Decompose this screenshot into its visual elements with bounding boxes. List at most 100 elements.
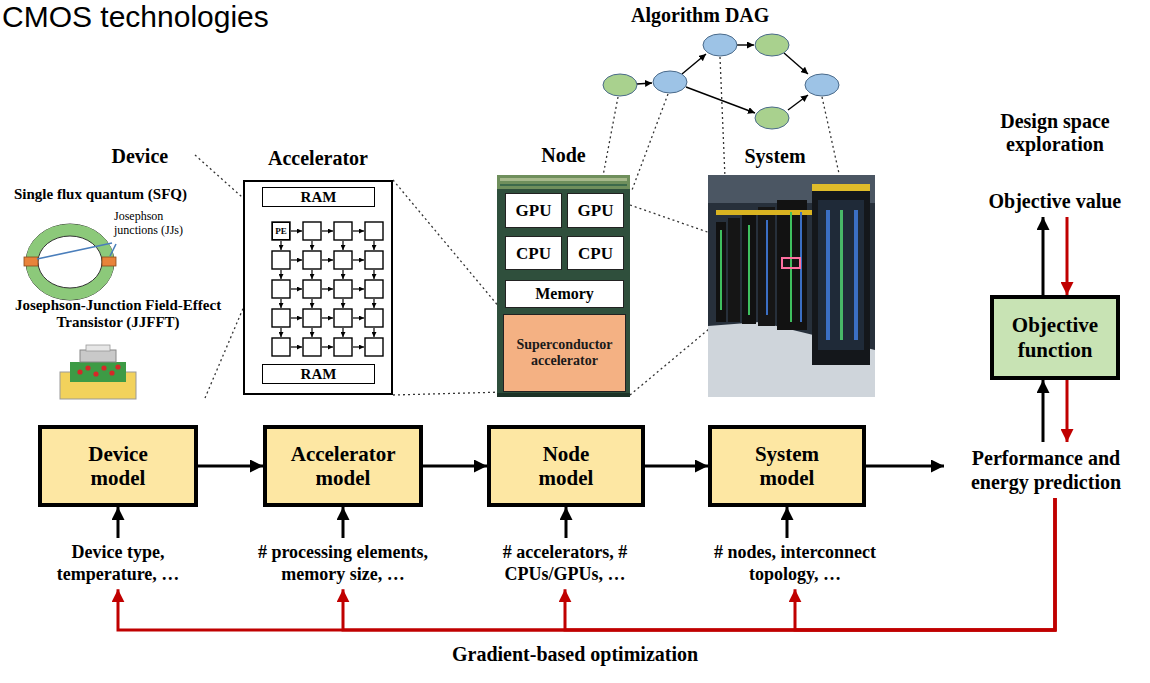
node-text: GPU [516,202,552,219]
algorithm-dag [784,53,808,74]
sfq-ring [102,257,116,266]
flow-arrow [565,507,568,538]
supercomputer-photo [716,222,726,322]
pe-array [291,346,364,347]
gradient-arrow [1066,217,1069,295]
node-text: # accelerators, # CPUs/GPUs, … [485,542,645,585]
jjfft-cross-section [115,364,120,369]
node-text: Accelerator model [291,442,396,490]
sfq-ring [37,243,112,259]
ram-box: RAM [262,364,375,384]
pe-array [291,288,364,289]
node-text: # nodes, interconnect topology, … [688,542,903,585]
node-board [497,175,630,189]
node-text: RAM [301,190,337,205]
dotted-leader [603,97,618,176]
supercomputer-photo [728,218,740,322]
algorithm-dag [653,71,687,93]
device-caption: Josephson-Junction Field-Effect Transist… [13,297,223,332]
algorithm-dag [603,34,839,129]
pe-array [272,222,383,356]
gradient-arrow [565,498,1055,630]
memory-box: Memory [505,280,624,308]
pe-array [272,309,383,327]
model-box: Device model [38,425,198,507]
algorithm-dag [637,83,652,84]
parameter-text: # processing elements, memory size, … [236,542,451,585]
section-heading: Design space exploration [975,110,1135,156]
flow-arrow [117,507,120,538]
flow-arrow [866,465,944,468]
pe-array [272,280,383,298]
gradient-arrow [118,498,1055,630]
supercomputer-photo [854,210,858,340]
supercomputer-photo [766,220,768,315]
jjfft-cross-section [77,369,82,374]
node-text: System model [755,442,819,490]
section-heading: Algorithm DAG [631,4,769,27]
cpu-box: CPU [567,236,624,270]
node-text: PE [275,227,287,236]
pe-array [243,180,393,395]
algorithm-dag [737,44,754,45]
supercomputer-photo [716,210,812,215]
prediction-text: Performance and energy prediction [948,446,1144,494]
node-board [497,175,630,397]
flow-arrow [645,465,708,468]
supercomputer-photo [782,258,800,268]
ram-box: RAM [262,187,375,207]
sfq-ring [24,257,38,266]
pe-array [311,241,312,337]
pe-cell: PE [272,222,290,240]
node-text: CPU [578,245,613,262]
parameter-text: # nodes, interconnect topology, … [688,542,903,585]
pe-array [272,251,383,269]
supercomputer-photo [777,200,807,330]
objective-value-text: Objective value [989,190,1122,213]
flow-arrow [198,465,263,468]
supercomputer-photo [748,225,750,315]
gpu-box: GPU [567,193,624,228]
flow-arrow [786,507,789,538]
flow-arrow [423,465,487,468]
algorithm-dag [755,34,789,56]
accelerator-box: AcceleratorRAMPERAM [243,180,393,395]
sfq-ring [26,224,114,300]
algorithm-dag [755,107,789,129]
loop-label: Gradient-based optimization [452,643,698,666]
flow-arrow [342,507,345,538]
supercomputer-photo [818,200,864,350]
dotted-leader [632,94,668,190]
slide-title-fragment: CMOS technologies [2,0,269,35]
parameter-text: Device type, temperature, … [43,542,193,585]
pe-array [281,231,374,347]
node-text: GPU [578,202,614,219]
flow-arrow [1042,217,1045,295]
model-box: Accelerator model [263,425,423,507]
pe-array [291,317,364,318]
dotted-leader [393,392,505,395]
sfq-ring [24,224,116,300]
algorithm-dag [603,74,637,96]
jjfft-cross-section [85,365,90,370]
node-text: Objective value [989,190,1122,213]
superconductor-accelerator-box: Superconductor accelerator [503,314,626,392]
device-caption: Single flux quantum (SFQ) [14,186,187,203]
node-board [500,184,627,186]
node-board [497,393,630,397]
dotted-leader [720,57,725,178]
jjfft-cross-section [86,345,110,351]
pe-array [280,241,281,337]
supercomputer-photo [826,210,830,340]
node-text: Performance and energy prediction [948,446,1144,494]
algorithm-dag [686,87,755,113]
pe-array [272,222,383,240]
sfq-ring [32,230,108,294]
supercomputer-photo [812,184,870,191]
supercomputer-photo [708,175,875,397]
model-box: Node model [487,425,645,507]
node-text: Superconductor accelerator [504,337,625,369]
parameter-text: # accelerators, # CPUs/GPUs, … [485,542,645,585]
node-text: Device model [88,442,147,490]
pe-array [291,259,364,260]
